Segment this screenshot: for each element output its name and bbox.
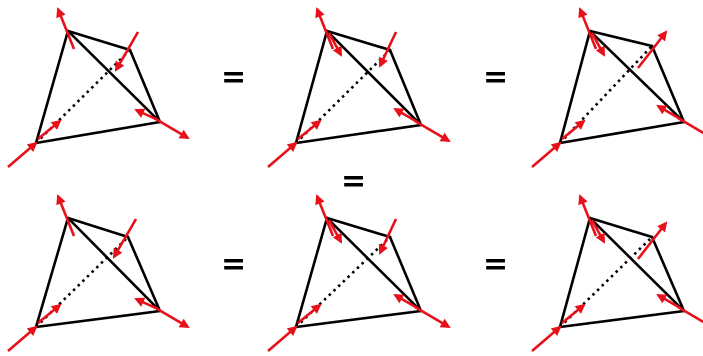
red-arrow-1 (531, 325, 562, 352)
edge-left-bottom (34, 120, 162, 145)
edge-left-bottom (294, 309, 423, 329)
red-arrow-2 (297, 119, 322, 141)
red-arrow-0 (578, 194, 598, 237)
edge-diagonal (66, 216, 162, 313)
edge-right-bottom (128, 48, 162, 124)
red-arrow-4 (378, 218, 398, 255)
tetrahedron-top-1 (7, 7, 190, 168)
edge-left-bottom (294, 123, 423, 145)
red-arrow-5 (656, 293, 683, 311)
edge-top-left (558, 29, 592, 145)
red-arrow-0 (315, 194, 335, 237)
red-arrow-2 (37, 119, 62, 141)
red-arrow-3 (677, 305, 703, 329)
edge-top-left (294, 216, 329, 329)
equals-sign-bottom-1: = (221, 247, 247, 282)
red-arrow-5 (134, 108, 159, 122)
red-arrow-5 (393, 293, 420, 311)
edge-right-bottom (388, 48, 423, 127)
tetrahedron-bottom-3 (531, 194, 703, 352)
tetrahedron-bottom-2 (267, 194, 451, 352)
edge-diagonal (325, 216, 423, 313)
red-arrow-4 (378, 31, 398, 68)
edge-top-left (558, 216, 592, 329)
red-arrow-5 (656, 104, 683, 122)
edge-dotted (35, 49, 131, 144)
edge-right-bottom (126, 235, 162, 313)
red-arrow-2 (561, 119, 586, 141)
red-arrow-1 (531, 141, 562, 168)
tetrahedron-bottom-1 (7, 194, 190, 352)
red-arrow-3 (153, 305, 190, 329)
edge-top-right (66, 29, 132, 52)
red-arrow-2 (297, 303, 322, 325)
edge-top-right (325, 216, 392, 239)
red-arrow-4 (636, 30, 668, 69)
equals-sign-top-1: = (221, 60, 247, 95)
red-arrow-3 (677, 116, 703, 140)
edge-left-bottom (34, 309, 162, 329)
red-arrow-5 (393, 107, 420, 125)
equals-sign-middle: = (341, 164, 367, 199)
edge-top-right (588, 29, 654, 48)
equals-sign-bottom-2: = (483, 247, 509, 282)
equals-sign-top-2: = (483, 60, 509, 95)
edge-diagonal (325, 29, 423, 127)
edge-top-right (588, 216, 654, 239)
red-arrow-6 (590, 219, 606, 244)
edge-top-left (34, 29, 70, 145)
red-arrow-4 (112, 218, 138, 259)
red-arrow-3 (414, 119, 451, 143)
red-arrow-1 (7, 325, 38, 352)
edge-left-bottom (558, 120, 686, 145)
edge-right-bottom (388, 235, 423, 313)
edge-diagonal (588, 29, 686, 124)
red-arrow-0 (56, 194, 76, 237)
edge-right-bottom (650, 44, 686, 124)
red-arrow-6 (327, 219, 343, 244)
tetrahedron-top-3 (531, 7, 703, 168)
edge-top-left (34, 216, 70, 329)
red-arrow-1 (7, 141, 38, 168)
red-arrow-0 (578, 7, 598, 50)
edge-top-left (294, 29, 329, 145)
red-arrow-0 (56, 7, 76, 50)
edge-dotted (295, 49, 391, 144)
red-arrow-5 (134, 297, 159, 311)
red-arrow-3 (414, 305, 451, 329)
red-arrow-4 (114, 31, 140, 72)
red-arrow-6 (327, 32, 343, 57)
edge-dotted (559, 45, 653, 144)
edge-diagonal (588, 216, 686, 313)
edge-diagonal (66, 29, 162, 124)
edge-top-right (325, 29, 392, 52)
edge-right-bottom (650, 235, 686, 313)
red-arrow-1 (267, 141, 298, 168)
red-arrow-0 (315, 7, 335, 50)
red-arrow-6 (590, 32, 606, 57)
edge-top-right (66, 216, 130, 239)
red-arrow-4 (636, 221, 668, 260)
red-arrow-1 (267, 325, 298, 352)
red-arrow-2 (561, 303, 586, 325)
red-arrow-3 (153, 116, 190, 140)
edge-left-bottom (558, 309, 686, 329)
red-arrow-2 (37, 303, 62, 325)
tetrahedron-top-2 (267, 7, 451, 168)
